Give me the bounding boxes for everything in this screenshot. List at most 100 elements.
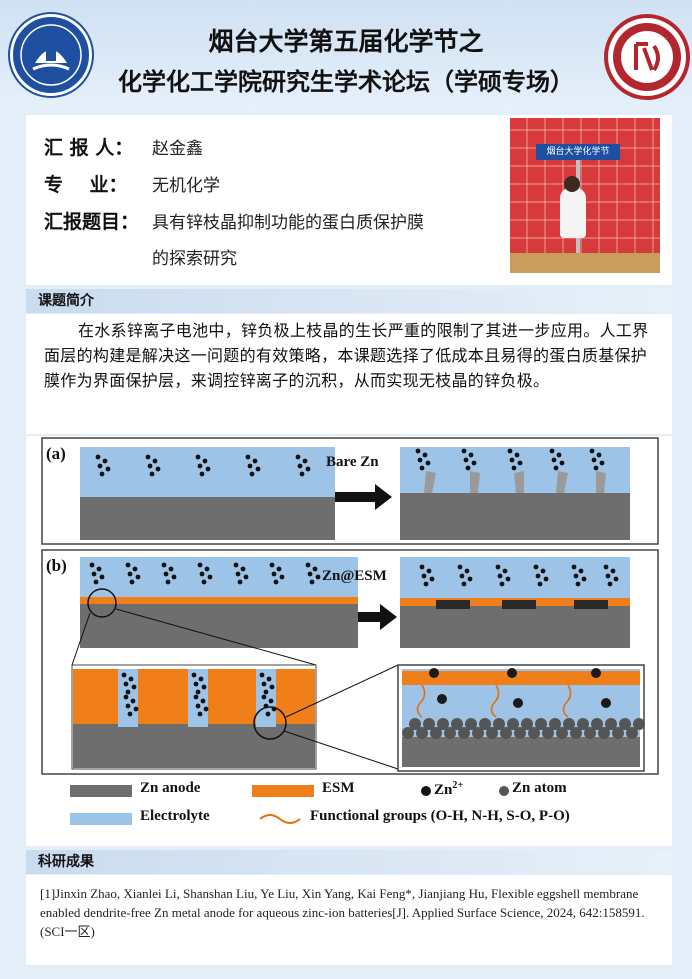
- dendrite: [596, 471, 606, 493]
- zn-atom: [612, 727, 624, 739]
- arrow-b-label: Zn@ESM: [322, 568, 387, 584]
- reporter-value: 赵金鑫: [152, 139, 203, 159]
- zn-ion-dot: [417, 457, 423, 463]
- zn-ion-dot: [135, 574, 141, 580]
- major-label: 专 业：: [44, 174, 128, 196]
- zn-ion-dot: [195, 703, 201, 709]
- functional-group: [490, 684, 500, 718]
- zn-ion-dot: [581, 576, 587, 582]
- zn-atom: [626, 727, 638, 739]
- zn-ion-dot: [463, 457, 469, 463]
- functional-group: [416, 684, 426, 718]
- zn-ion-dot: [198, 676, 204, 682]
- topic-label: 汇报题目：: [44, 211, 140, 233]
- zn-ion-dot: [155, 466, 161, 472]
- zn-ion-dot: [591, 457, 597, 463]
- zn-atom: [535, 718, 547, 730]
- zn-deposit: [574, 600, 608, 609]
- zn-ion-dot: [415, 448, 421, 454]
- zn-ion-dot: [269, 562, 275, 568]
- zn-ion: [429, 668, 439, 678]
- zn-ion-dot: [265, 711, 271, 717]
- zn-ion-dot: [307, 571, 313, 577]
- zn-ion-dot: [255, 466, 261, 472]
- legend-zn2-dot: [421, 786, 431, 796]
- zn-ion-dot: [237, 579, 243, 585]
- zn-ion-dot: [99, 471, 105, 477]
- zn-atom: [479, 718, 491, 730]
- legend-zn2-text: Zn: [434, 782, 453, 798]
- panel-a-left-electrolyte: [80, 447, 335, 497]
- zn-ion-dot: [514, 452, 520, 458]
- zn-ion-dot: [297, 463, 303, 469]
- zn-ion-dot: [573, 573, 579, 579]
- zn-ion-dot: [128, 676, 134, 682]
- panel-b-right-electrolyte: [400, 557, 630, 598]
- zn-ion-dot: [533, 564, 539, 570]
- zn-ion-dot: [261, 681, 267, 687]
- zn-atom: [633, 718, 645, 730]
- zn-atom: [549, 718, 561, 730]
- zn-ion-dot: [129, 579, 135, 585]
- photo-sign: 烟台大学化学节: [536, 144, 620, 160]
- zn-atom: [563, 718, 575, 730]
- zn-ion-dot: [125, 703, 131, 709]
- zn-ion: [591, 668, 601, 678]
- dendrite: [470, 471, 480, 493]
- zn-ion-dot: [556, 452, 562, 458]
- zn-ion-dot: [96, 566, 102, 572]
- zn-ion-dot: [123, 694, 129, 700]
- zn-ion-dot: [471, 460, 477, 466]
- functional-group: [562, 684, 572, 718]
- zn-ion-dot: [426, 568, 432, 574]
- zn-ion-dot: [199, 571, 205, 577]
- zn-ion-dot: [610, 568, 616, 574]
- zn-ion-dot: [423, 581, 429, 587]
- zn-ion-dot: [102, 458, 108, 464]
- arrow-a-label: Bare Zn: [326, 454, 379, 470]
- zn-ion-dot: [575, 581, 581, 587]
- zn-ion-dot: [468, 452, 474, 458]
- zn-ion-dot: [553, 465, 559, 471]
- zn-ion-dot: [593, 465, 599, 471]
- legend-functional: Functional groups (O-H, N-H, S-O, P-O): [310, 808, 570, 824]
- zn-ion-dot: [589, 448, 595, 454]
- zn-ion-dot: [540, 568, 546, 574]
- dendrite: [556, 471, 568, 493]
- zn-ion-dot: [507, 448, 513, 454]
- panel-a-right-anode: [400, 493, 630, 540]
- zoom-circle-right: [253, 706, 287, 740]
- zn-ion: [507, 668, 517, 678]
- major-value: 无机化学: [152, 176, 220, 196]
- zn-ion-dot: [467, 576, 473, 582]
- zn-ion-dot: [263, 689, 269, 695]
- legend-esm-swatch: [252, 785, 314, 797]
- zn-ion-dot: [419, 465, 425, 471]
- zn-ion-dot: [279, 574, 285, 580]
- zn-ion-dot: [421, 573, 427, 579]
- zn-deposit: [502, 600, 536, 609]
- zn-ion-dot: [551, 457, 557, 463]
- zn-ion-dot: [422, 452, 428, 458]
- legend-functional-wave: [259, 814, 301, 824]
- zn-ion-dot: [171, 574, 177, 580]
- zn-ion-dot: [127, 571, 133, 577]
- zn-atom: [444, 727, 456, 739]
- zn-ion-dot: [596, 452, 602, 458]
- zn-ion-dot: [197, 711, 203, 717]
- zn-ion-dot: [511, 465, 517, 471]
- legend-zn2: Zn2+: [434, 780, 463, 799]
- intro-paragraph: 在水系锌离子电池中，锌负极上枝晶的生长严重的限制了其进一步应用。人工界面层的构建…: [44, 321, 649, 390]
- zn-ion-dot: [125, 562, 131, 568]
- zn-ion-dot: [302, 458, 308, 464]
- zn-ion-dot: [537, 581, 543, 587]
- zn-ion-dot: [312, 566, 318, 572]
- zn-atom: [570, 727, 582, 739]
- zn-ion-dot: [161, 562, 167, 568]
- zn-ion-dot: [266, 676, 272, 682]
- photo-person: [560, 188, 586, 238]
- zn-ion-dot: [201, 684, 207, 690]
- zn-ion-dot: [97, 463, 103, 469]
- intro-section-heading: 课题简介: [26, 289, 672, 313]
- zn-atom: [402, 727, 414, 739]
